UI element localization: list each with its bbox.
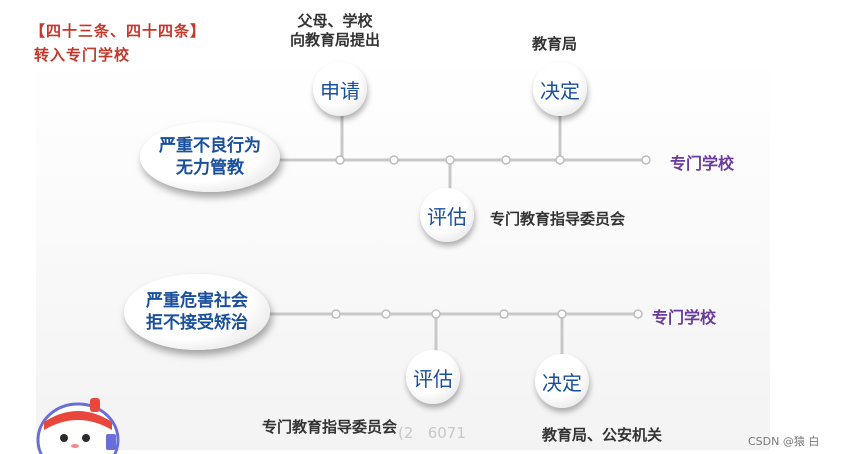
flow1-decide-node: 决定 <box>533 62 587 116</box>
flow1-dot <box>335 155 345 165</box>
flow2-dot <box>499 309 509 319</box>
flow2-assessor-label: 专门教育指导委员会 <box>262 418 398 436</box>
flow2-assess-node: 评估 <box>406 350 460 404</box>
flow1-applicant-line1: 父母、学校 <box>297 12 373 30</box>
flow2-dot <box>557 309 567 319</box>
flow2-condition-ellipse: 严重危害社会 拒不接受矫治 <box>124 274 270 350</box>
flow1-destination: 专门学校 <box>670 154 735 173</box>
flow2-dot <box>381 309 391 319</box>
flow1-condition-line2: 无力管教 <box>176 158 244 178</box>
flow2-dot <box>331 309 341 319</box>
flow2-end-dot <box>633 309 643 319</box>
flow1-decide-label: 决定 <box>540 78 580 103</box>
watermark-number: (2 6071 <box>398 424 466 442</box>
flow1-dot <box>389 155 399 165</box>
flow1-dot <box>501 155 511 165</box>
flow1-applicant-label: 父母、学校 向教育局提出 <box>290 12 380 50</box>
flow2-condition-line1: 严重危害社会 <box>146 291 248 311</box>
flow1-apply-label: 申请 <box>320 78 360 103</box>
flow1-condition-ellipse: 严重不良行为 无力管教 <box>140 122 280 192</box>
mascot-icon <box>36 398 120 454</box>
flow1-assess-label: 评估 <box>427 204 467 229</box>
flow2-assess-label: 评估 <box>413 366 453 391</box>
flow1-assessor-label: 专门教育指导委员会 <box>490 210 626 228</box>
flow1-decider-label: 教育局 <box>532 35 578 53</box>
watermark-fragment: 6071 <box>427 424 466 442</box>
flow2-dot <box>431 309 441 319</box>
flow2-decider-label: 教育局、公安机关 <box>542 426 663 444</box>
watermark-prefix: (2 <box>398 424 414 442</box>
flow2-destination: 专门学校 <box>652 308 717 327</box>
flow1-applicant-line2: 向教育局提出 <box>290 31 381 49</box>
article-reference: 【四十三条、四十四条】 <box>30 22 207 40</box>
flow1-assess-node: 评估 <box>420 188 474 242</box>
flow1-dot <box>555 155 565 165</box>
flow1-end-dot <box>641 155 651 165</box>
csdn-credit: CSDN @猿 白 <box>748 435 820 448</box>
diagram-panel <box>36 58 770 450</box>
article-subtitle: 转入专门学校 <box>34 46 131 64</box>
flow1-apply-node: 申请 <box>313 62 367 116</box>
flow2-condition-line2: 拒不接受矫治 <box>146 313 248 333</box>
flow1-condition-line1: 严重不良行为 <box>159 136 261 156</box>
flow2-decide-label: 决定 <box>542 370 582 395</box>
flow2-decide-node: 决定 <box>535 354 589 408</box>
flow1-dot <box>445 155 455 165</box>
